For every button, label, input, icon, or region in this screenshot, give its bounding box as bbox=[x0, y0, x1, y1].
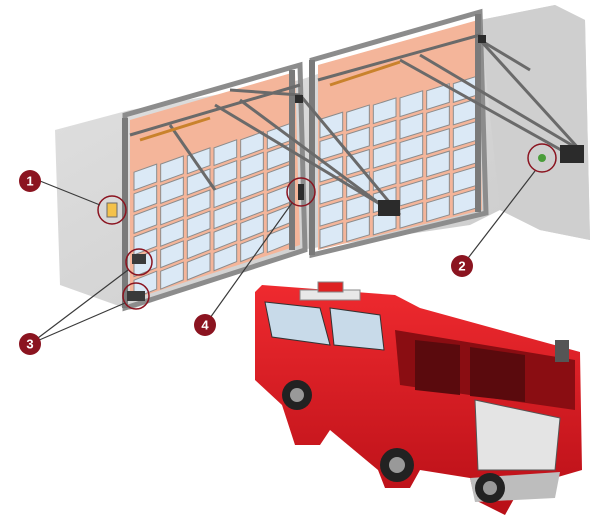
door-window-pane bbox=[399, 157, 424, 185]
bottom-brackets bbox=[127, 254, 146, 301]
door-window-pane bbox=[240, 213, 264, 242]
door-window-pane bbox=[186, 231, 211, 260]
door-window-pane bbox=[160, 176, 184, 205]
door-window-pane bbox=[240, 234, 264, 263]
door-window-pane bbox=[319, 111, 344, 139]
door-window-pane bbox=[240, 193, 264, 221]
door-window-pane bbox=[213, 222, 238, 251]
door-window-pane bbox=[133, 206, 158, 235]
callout-number: 1 bbox=[26, 174, 33, 189]
door-window-pane bbox=[186, 252, 211, 281]
door-window-pane bbox=[213, 159, 238, 188]
callout-leaders bbox=[29, 170, 536, 345]
door-window-pane bbox=[346, 104, 370, 132]
right-garage-door bbox=[309, 8, 489, 259]
photo-eye-sensor-icon bbox=[451, 255, 473, 277]
door-window-pane bbox=[240, 172, 264, 200]
door-window-pane bbox=[133, 184, 158, 213]
door-window-pane bbox=[372, 141, 397, 169]
door-window-pane bbox=[399, 202, 424, 229]
door-window-pane bbox=[133, 163, 158, 191]
door-window-pane bbox=[399, 112, 424, 140]
door-window-pane bbox=[160, 197, 184, 226]
door-window-pane bbox=[319, 178, 344, 205]
door-window-pane bbox=[186, 189, 211, 217]
door-lock bbox=[298, 184, 304, 200]
overhead-tracks bbox=[129, 33, 582, 217]
door-window-pane bbox=[399, 134, 424, 162]
bottom-bracket-icon bbox=[19, 333, 41, 355]
door-window-pane bbox=[426, 150, 450, 178]
callout-highlights bbox=[97, 143, 557, 310]
door-window-pane bbox=[426, 105, 450, 133]
door-window-pane bbox=[426, 127, 450, 155]
door-window-pane bbox=[426, 82, 450, 111]
door-window-pane bbox=[240, 130, 264, 158]
door-window-pane bbox=[213, 243, 238, 272]
door-window-pane bbox=[426, 195, 450, 223]
door-window-pane bbox=[213, 201, 238, 230]
door-window-pane bbox=[372, 97, 397, 125]
door-window-pane bbox=[160, 240, 184, 269]
door-window-pane bbox=[319, 222, 344, 249]
wall-control-icon bbox=[19, 170, 41, 192]
door-openers bbox=[295, 35, 584, 216]
door-window-pane bbox=[213, 180, 238, 209]
callout-number: 4 bbox=[201, 318, 209, 333]
door-window-pane bbox=[319, 200, 344, 227]
callout-1: 1 bbox=[19, 170, 41, 192]
door-window-pane bbox=[186, 210, 211, 239]
door-window-pane bbox=[160, 218, 184, 247]
door-window-pane bbox=[346, 126, 370, 154]
door-window-pane bbox=[213, 139, 238, 167]
door-window-pane bbox=[186, 147, 211, 175]
wall-control-panel bbox=[106, 202, 118, 218]
photo-eye-sensor bbox=[538, 154, 546, 162]
door-lock-icon bbox=[194, 314, 216, 336]
callouts: 1 2 3 4 bbox=[19, 170, 473, 355]
callout-3: 3 bbox=[19, 333, 41, 355]
door-window-pane bbox=[346, 193, 370, 220]
callout-2: 2 bbox=[451, 255, 473, 277]
callout-number: 3 bbox=[26, 337, 33, 352]
door-window-pane bbox=[346, 215, 370, 243]
left-garage-door bbox=[122, 61, 308, 312]
callout-number: 2 bbox=[458, 259, 465, 274]
door-window-pane bbox=[426, 172, 450, 200]
door-window-pane bbox=[160, 155, 184, 183]
door-window-pane bbox=[240, 151, 264, 179]
torsion-springs bbox=[139, 60, 401, 142]
door-window-pane bbox=[399, 179, 424, 207]
door-window-pane bbox=[372, 119, 397, 147]
door-window-pane bbox=[160, 261, 184, 290]
fire-truck-illustration bbox=[255, 281, 582, 515]
door-window-pane bbox=[399, 90, 424, 118]
callout-4: 4 bbox=[194, 314, 216, 336]
